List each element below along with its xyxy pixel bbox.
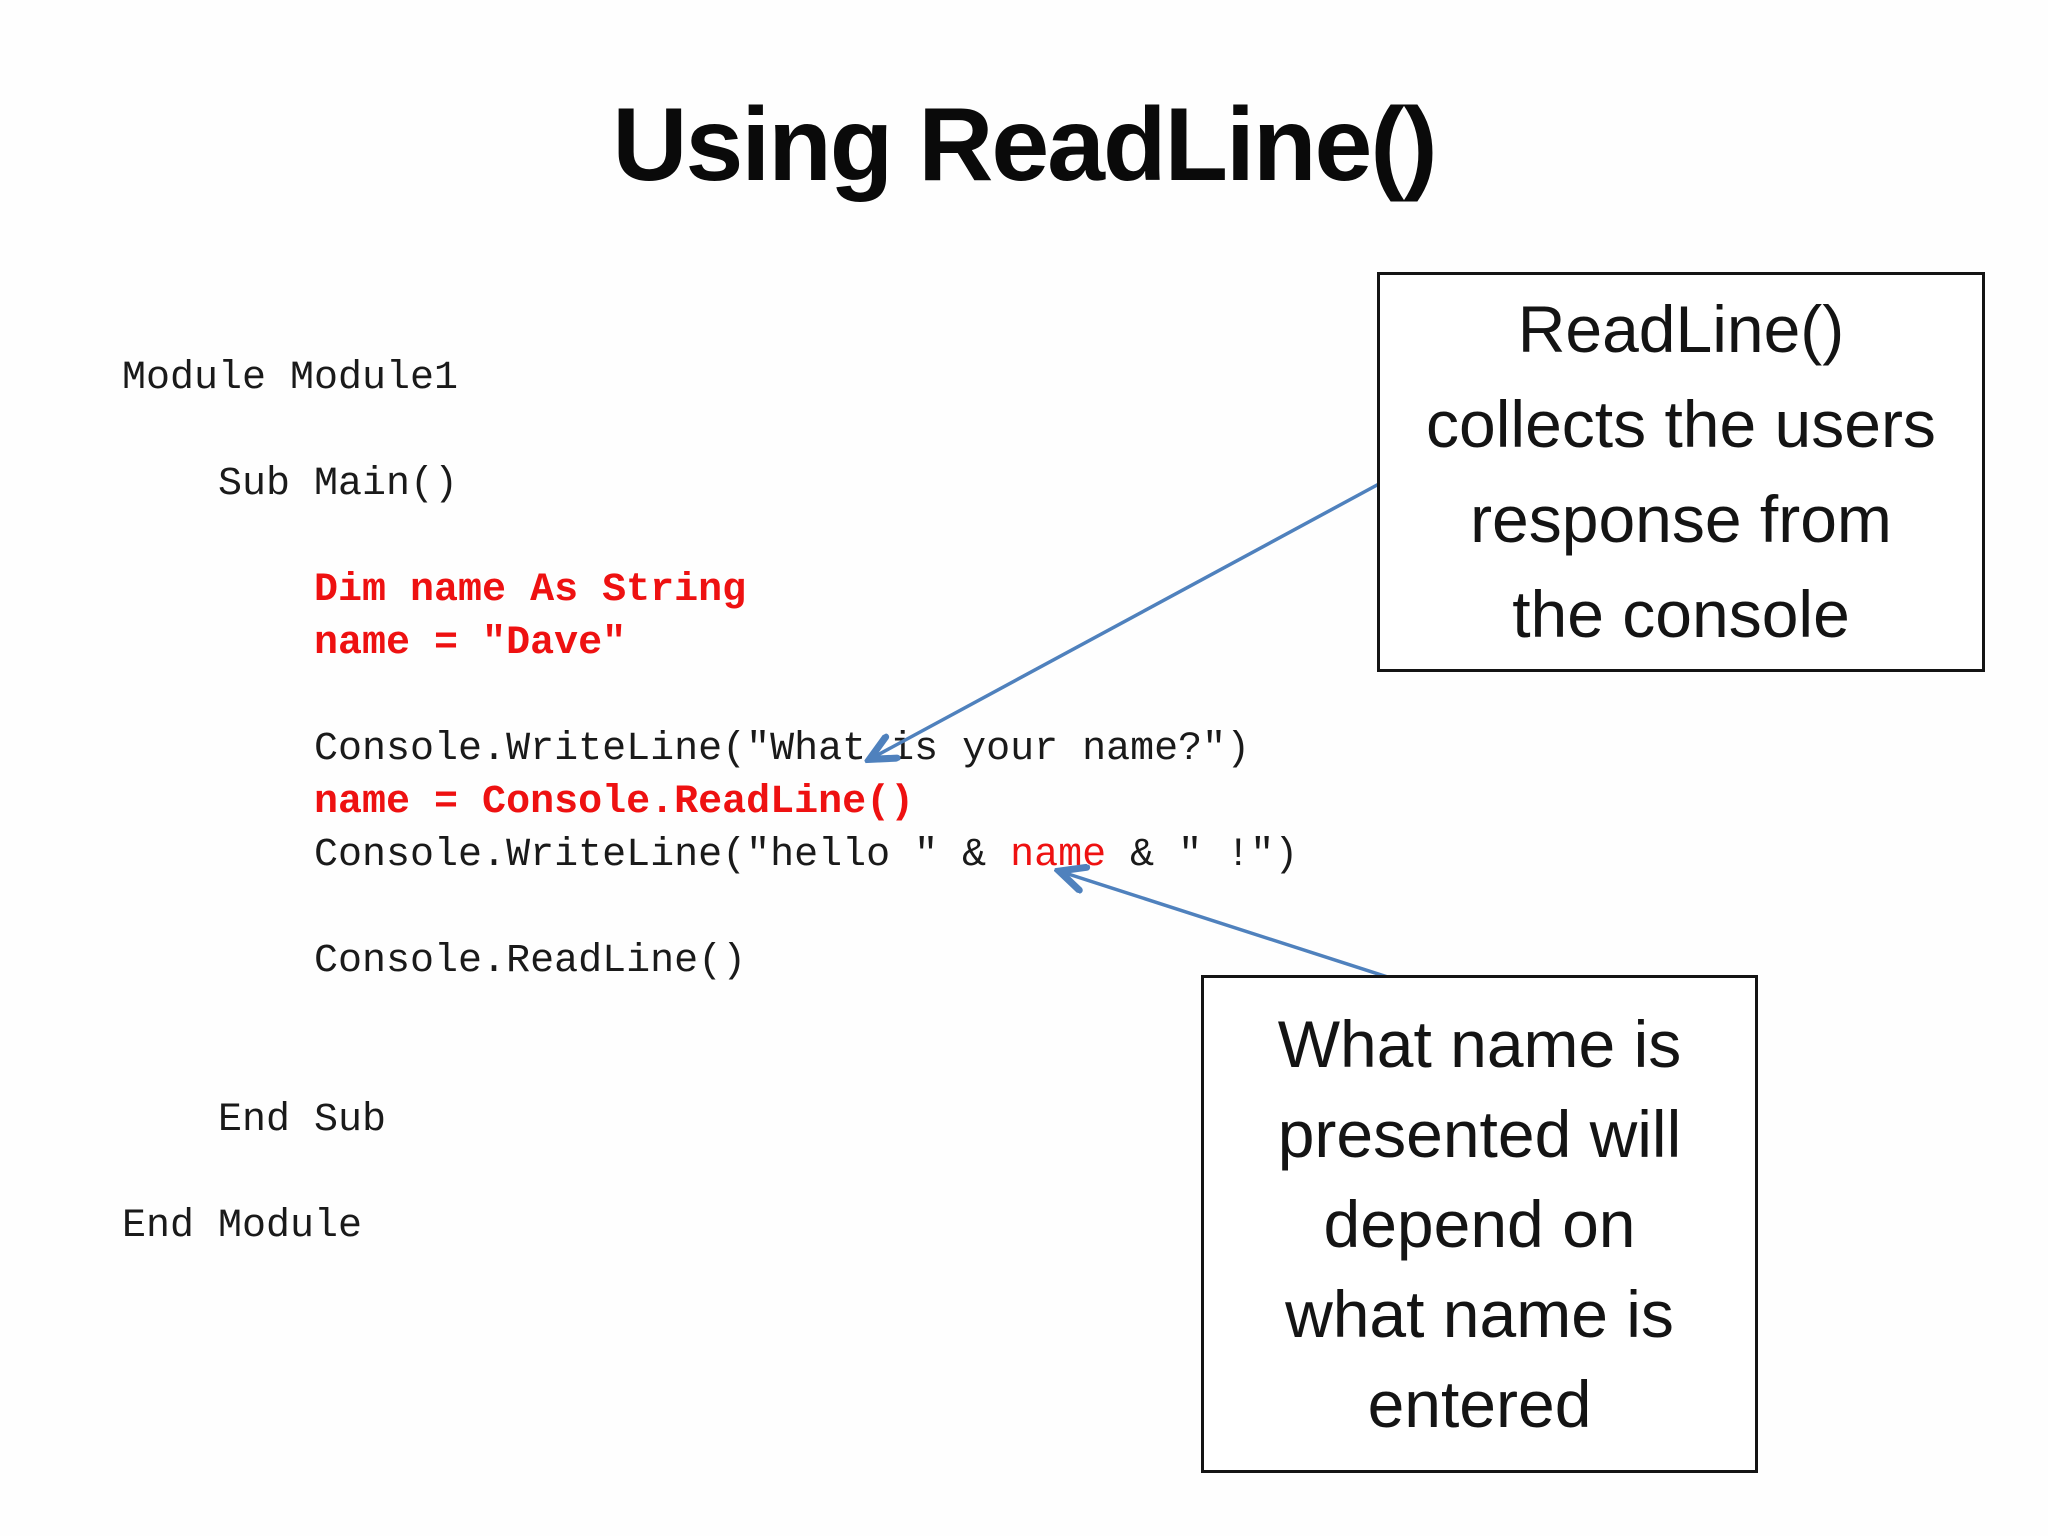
code-line: [122, 988, 1298, 1041]
callout-line: entered: [1367, 1367, 1592, 1441]
code-line: End Module: [122, 1200, 1298, 1253]
code-text: & " !"): [1106, 833, 1299, 878]
callout-line: ReadLine(): [1517, 292, 1845, 366]
code-highlight-red: name: [1010, 833, 1107, 878]
callout-line: what name is: [1285, 1277, 1674, 1351]
callout-line: depend on: [1323, 1187, 1636, 1261]
code-text: End Module: [122, 1204, 363, 1249]
code-text: End Sub: [122, 1098, 387, 1143]
code-line: [122, 670, 1298, 723]
code-line: Console.WriteLine("What is your name?"): [122, 723, 1298, 776]
code-highlight-red: name = Console.ReadLine(): [122, 780, 915, 825]
code-text: Console.WriteLine("What is your name?"): [122, 727, 1251, 772]
callout-line: collects the users: [1426, 387, 1936, 461]
code-line: Sub Main(): [122, 458, 1298, 511]
code-line: [122, 405, 1298, 458]
code-text: Console.ReadLine(): [122, 939, 747, 984]
code-line: [122, 1147, 1298, 1200]
code-line: [122, 511, 1298, 564]
code-line: End Sub: [122, 1094, 1298, 1147]
code-line: [122, 882, 1298, 935]
readline-callout-box: ReadLine() collects the users response fro…: [1377, 272, 1985, 672]
code-line: Dim name As String: [122, 564, 1298, 617]
code-line: Console.WriteLine("hello " & name & " !"…: [122, 829, 1298, 882]
slide-title: Using ReadLine(): [612, 87, 1437, 203]
code-highlight-red: name = "Dave": [122, 621, 627, 666]
code-text: Module Module1: [122, 356, 459, 401]
code-text: Console.WriteLine("hello " &: [122, 833, 1011, 878]
code-line: Module Module1: [122, 352, 1298, 405]
code-line: name = "Dave": [122, 617, 1298, 670]
code-line: [122, 1041, 1298, 1094]
code-block: Module Module1 Sub Main() Dim name As St…: [122, 352, 1298, 1253]
callout-line: response from: [1470, 482, 1892, 556]
name-callout-box: What name is presented will depend on what …: [1201, 975, 1758, 1473]
callout-line: the console: [1512, 577, 1850, 651]
callout-line: presented will: [1277, 1097, 1682, 1171]
code-line: name = Console.ReadLine(): [122, 776, 1298, 829]
code-text: Sub Main(): [122, 462, 459, 507]
code-line: Console.ReadLine(): [122, 935, 1298, 988]
code-highlight-red: Dim name As String: [122, 568, 747, 613]
callout-line: What name is: [1277, 1007, 1682, 1081]
